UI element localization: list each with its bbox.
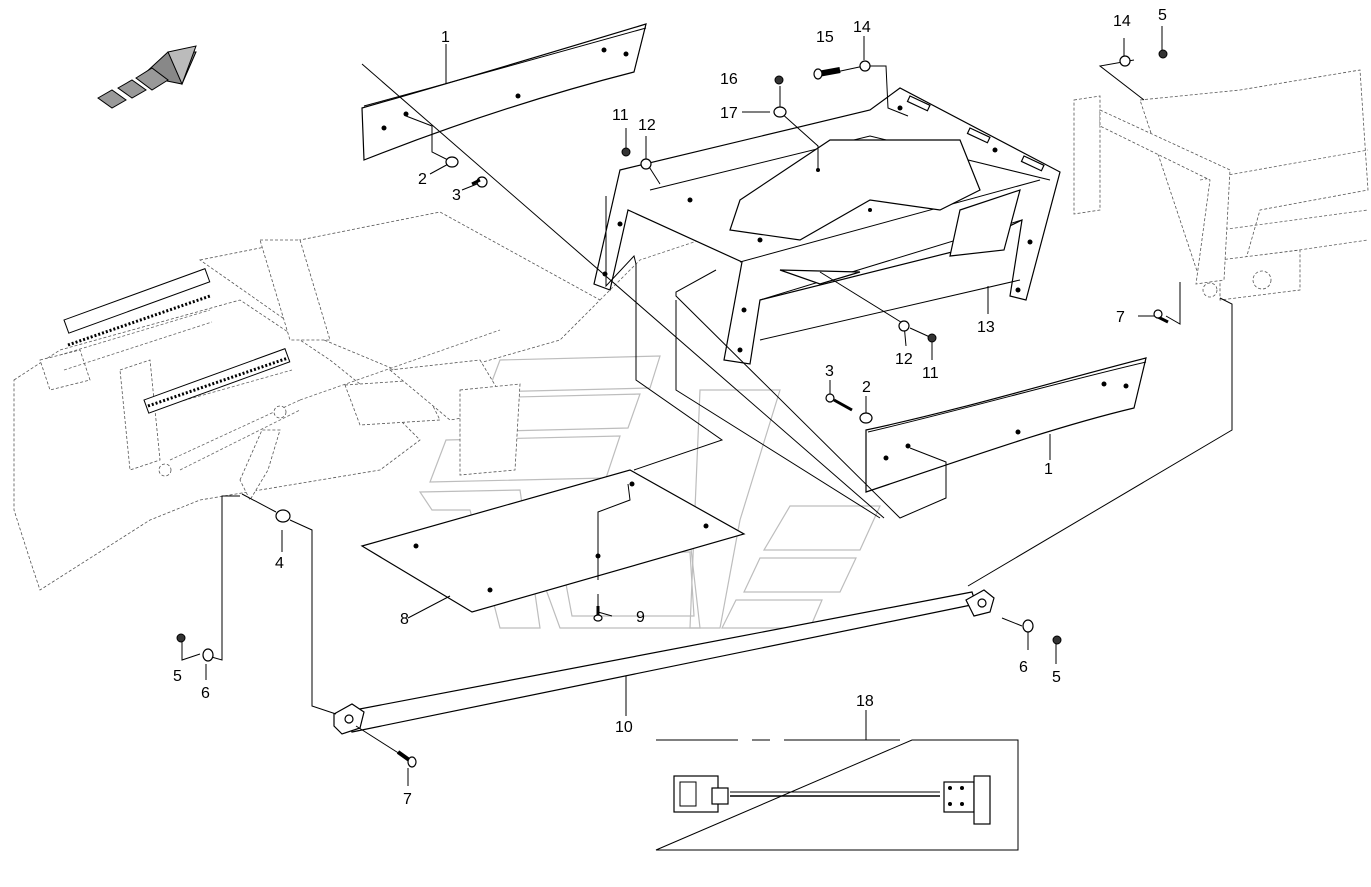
washer-12b	[898, 320, 910, 332]
callout-10: 10	[615, 719, 633, 736]
bolt-7b	[407, 756, 417, 768]
background-frame-left	[13, 211, 701, 591]
nut-5b	[176, 633, 186, 643]
background-frame-right	[1073, 69, 1369, 301]
callout-18: 18	[856, 693, 874, 710]
washer-6a	[202, 648, 214, 662]
washer-4	[275, 509, 291, 523]
spring-lower	[143, 348, 291, 414]
callout-11a: 11	[612, 107, 629, 124]
callout-1a: 1	[441, 29, 450, 46]
mounting-frame-part-13	[593, 87, 1061, 365]
washer-17	[773, 106, 787, 118]
callout-6a: 6	[201, 685, 210, 702]
spring-upper	[63, 268, 211, 347]
washer-2a	[445, 156, 459, 168]
callout-12a: 12	[638, 117, 656, 134]
washer-14a	[859, 60, 871, 72]
callout-6b: 6	[1019, 659, 1028, 676]
lever-arm-left	[158, 405, 287, 501]
washer-6b	[1022, 619, 1034, 633]
callout-12b: 12	[895, 351, 913, 368]
callout-16: 16	[720, 71, 738, 88]
callout-labels: 1 1 2 2 3 3 4 5 5 5 6 6 7 7 8 9 10 11 11…	[173, 7, 1167, 808]
callout-2a: 2	[418, 171, 427, 188]
callout-13: 13	[977, 319, 995, 336]
callout-15: 15	[816, 29, 834, 46]
guide-strip-part-1-upper	[361, 23, 647, 161]
screw-9	[593, 614, 603, 622]
direction-arrow-icon	[97, 45, 197, 109]
nut-16	[774, 75, 784, 85]
hardware	[176, 49, 1169, 768]
washer-14b	[1119, 55, 1131, 67]
callout-9: 9	[636, 609, 645, 626]
nut-11a	[621, 147, 631, 157]
washer-2b	[859, 412, 873, 424]
bolt-7a	[1153, 309, 1163, 319]
callout-5a: 5	[1158, 7, 1167, 24]
callout-5c: 5	[1052, 669, 1061, 686]
callout-5b: 5	[173, 668, 182, 685]
guide-strip-part-1-lower	[865, 357, 1147, 493]
callout-11b: 11	[922, 365, 939, 382]
bolt-15	[813, 68, 823, 80]
callout-2b: 2	[862, 379, 871, 396]
wire-harness-part-18	[655, 739, 1019, 851]
bolt-3b	[825, 393, 835, 403]
callout-1b: 1	[1044, 461, 1053, 478]
nut-11b	[927, 333, 937, 343]
callout-8: 8	[400, 611, 409, 628]
cover-plate-part-8	[360, 469, 746, 613]
nut-5c	[1052, 635, 1062, 645]
callout-17: 17	[720, 105, 738, 122]
callout-4: 4	[275, 555, 284, 572]
washer-12a	[640, 158, 652, 170]
callout-3a: 3	[452, 187, 461, 204]
callout-14b: 14	[1113, 13, 1131, 30]
callout-7a: 7	[1116, 309, 1125, 326]
callout-3b: 3	[825, 363, 834, 380]
nut-5a	[1158, 49, 1168, 59]
callout-7b: 7	[403, 791, 412, 808]
drawbar-part-10	[333, 589, 995, 735]
leader-lines	[181, 26, 1233, 786]
callout-14a: 14	[853, 19, 871, 36]
